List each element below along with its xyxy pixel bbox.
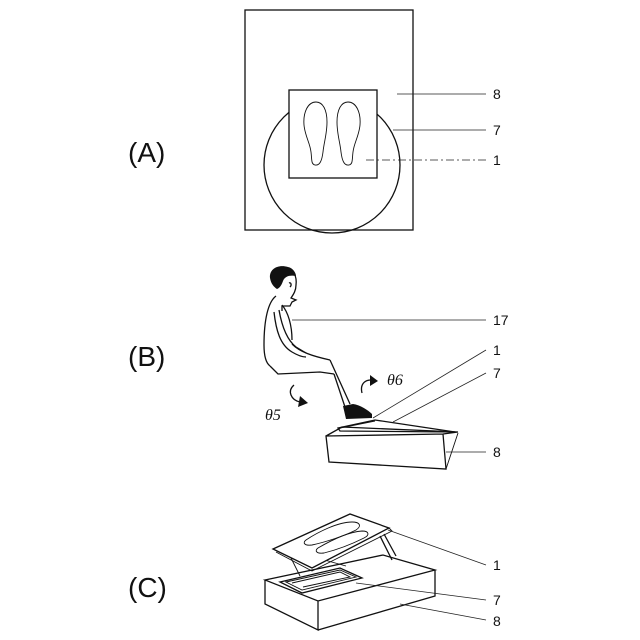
theta6-arrowhead-icon	[370, 375, 378, 386]
ref-c1: 1	[493, 557, 501, 573]
footplate-square	[289, 90, 377, 178]
hinge-strut-right-2	[384, 534, 396, 556]
theta5-arc	[290, 385, 300, 402]
ref-1: 1	[493, 152, 501, 168]
theta6-label: θ6	[387, 372, 403, 389]
board-box	[265, 555, 435, 630]
incline-wedge	[338, 420, 455, 432]
panel-c: (C) 1 7 8	[128, 514, 501, 630]
panel-b-label: (B)	[128, 341, 165, 372]
ref-b7: 7	[493, 365, 501, 381]
ref-c8: 8	[493, 613, 501, 629]
theta5-arrowhead-icon	[298, 396, 308, 407]
ref-b1: 1	[493, 342, 501, 358]
leader-c8	[400, 604, 486, 620]
leader-c1	[388, 530, 486, 565]
panel-b: (B)	[128, 266, 509, 469]
panel-a-label: (A)	[128, 137, 165, 168]
ref-7: 7	[493, 122, 501, 138]
board-block-edge	[446, 433, 458, 469]
seated-person-icon	[264, 266, 372, 419]
panel-a: (A) 8 7 1	[128, 10, 501, 233]
board-block	[326, 427, 458, 469]
leader-c7	[356, 583, 486, 600]
theta5-label: θ5	[265, 407, 281, 424]
ref-c7: 7	[493, 592, 501, 608]
ref-17: 17	[493, 312, 509, 328]
footplate-top-line	[340, 421, 375, 428]
ref-8: 8	[493, 86, 501, 102]
theta6-arc	[361, 380, 371, 393]
panel-c-label: (C)	[128, 572, 167, 603]
ref-b8: 8	[493, 444, 501, 460]
